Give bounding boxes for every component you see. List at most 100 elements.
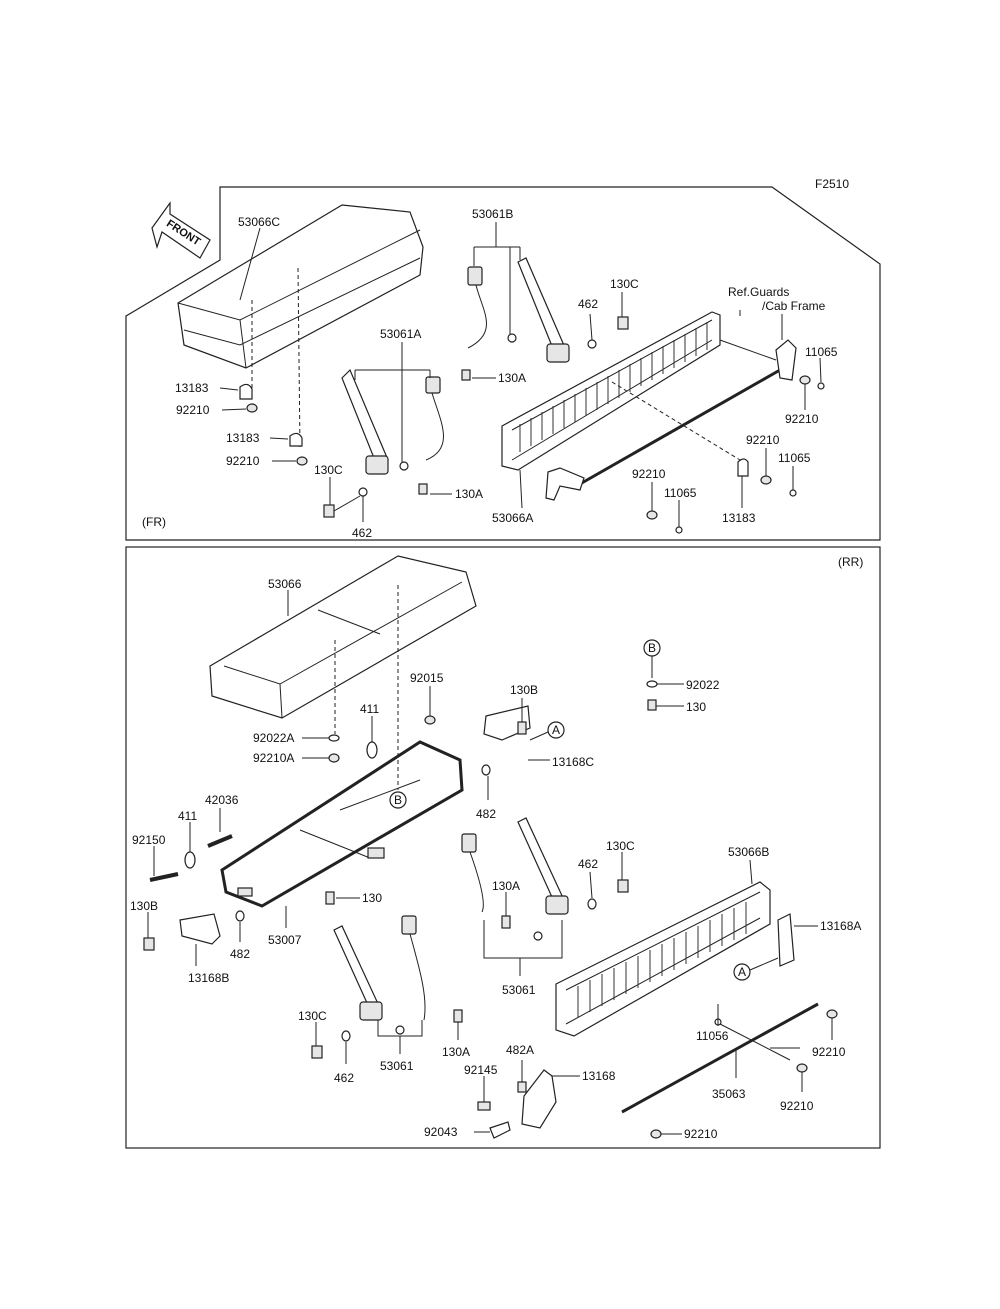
nut-92210-b xyxy=(296,456,308,466)
label-92210-bot: 92210 xyxy=(684,1127,718,1141)
label-130-b: 130 xyxy=(686,700,706,714)
bolt-92150 xyxy=(149,872,179,882)
label-411: 411 xyxy=(360,702,379,716)
pin-42036 xyxy=(207,834,233,848)
label-13168b: 13168B xyxy=(188,971,229,985)
bracket-13168 xyxy=(521,1069,557,1129)
nut-92015 xyxy=(424,715,436,725)
washer-462-bot-rr xyxy=(341,1030,351,1042)
label-92022: 92022 xyxy=(686,678,720,692)
nut-92210a xyxy=(328,753,340,763)
washer-462-bot xyxy=(358,487,368,497)
label-11065-r1: 11065 xyxy=(805,345,838,359)
label-92210-a: 92210 xyxy=(176,403,210,417)
label-11065-r3: 11065 xyxy=(664,486,697,500)
label-462-bot-rr: 462 xyxy=(334,1071,354,1085)
nut-92210-rr2 xyxy=(796,1063,808,1073)
callout-a-bot-label: A xyxy=(738,965,746,979)
nut-92210-r2 xyxy=(760,475,772,485)
bolt-130c-mid xyxy=(617,879,629,893)
backrest-53066a xyxy=(501,311,721,471)
label-130a-top: 130A xyxy=(498,371,526,385)
label-53061-mid: 53061 xyxy=(502,983,536,997)
label-130-mid: 130 xyxy=(362,891,382,905)
bracket-13168a xyxy=(777,913,795,967)
label-482a: 482A xyxy=(506,1043,534,1057)
bolt-130a-bot xyxy=(453,1009,463,1023)
label-13183-b: 13183 xyxy=(226,431,260,445)
bolt-130c-bot-rr xyxy=(311,1045,323,1059)
label-92210-r1: 92210 xyxy=(785,412,819,426)
callout-a-top xyxy=(547,721,565,739)
label-482-top: 482 xyxy=(476,807,496,821)
nut-92210-bot xyxy=(650,1129,662,1139)
label-53066a: 53066A xyxy=(492,511,533,525)
washer-411 xyxy=(366,741,378,759)
washer-411-left xyxy=(184,851,196,869)
rr-panel-tag: (RR) xyxy=(838,555,863,569)
label-130c-top: 130C xyxy=(610,277,639,291)
bolt-92145 xyxy=(477,1101,491,1111)
seat-belt-53061-bot xyxy=(333,915,426,1035)
label-53061a: 53061A xyxy=(380,327,421,341)
callout-a-bot xyxy=(733,963,751,981)
bolt-130-mid xyxy=(325,891,335,905)
seat-belt-53061-mid xyxy=(461,817,569,941)
rod-35063 xyxy=(621,1002,819,1114)
front-arrow-icon: FRONT xyxy=(151,201,211,259)
washer-92022a xyxy=(328,734,340,742)
bolt-130-b xyxy=(647,699,657,711)
label-92210-r3: 92210 xyxy=(632,467,666,481)
label-53066c: 53066C xyxy=(238,215,280,229)
label-411-left: 411 xyxy=(178,809,197,823)
callout-b-detail-label: B xyxy=(648,641,656,655)
label-13168a: 13168A xyxy=(820,919,861,933)
label-462-mid: 462 xyxy=(578,857,598,871)
washer-462-mid xyxy=(587,898,597,910)
washer-482a xyxy=(517,1081,527,1093)
clamp-13183-r xyxy=(737,458,749,477)
seat-belt-53061a xyxy=(341,368,444,495)
washer-462-top xyxy=(587,339,597,349)
callout-a-top-label: A xyxy=(552,723,560,737)
nut-92210-rr1 xyxy=(826,1009,838,1019)
label-92022a: 92022A xyxy=(253,731,294,745)
bolt-130b-top xyxy=(517,721,527,735)
label-42036: 42036 xyxy=(205,793,239,807)
label-130a-mid: 130A xyxy=(492,879,520,893)
washer-482-top xyxy=(481,764,491,776)
label-13168: 13168 xyxy=(582,1069,616,1083)
washer-92022-b xyxy=(646,680,658,688)
bolt-130b-left xyxy=(143,937,155,951)
label-130a-bot-rr: 130A xyxy=(442,1045,470,1059)
label-11065-r2: 11065 xyxy=(778,451,811,465)
label-92043: 92043 xyxy=(424,1125,458,1139)
bolt-130c-bot xyxy=(323,504,335,518)
clamp-13183-b xyxy=(289,432,303,447)
label-53066b: 53066B xyxy=(728,845,769,859)
label-130c-mid: 130C xyxy=(606,839,635,853)
seat-cushion-53066c xyxy=(177,204,424,451)
label-130b-top: 130B xyxy=(510,683,538,697)
ref-note-line1: Ref.Guards xyxy=(728,285,789,299)
label-482-left: 482 xyxy=(230,947,250,961)
bolt-92043 xyxy=(489,1121,511,1139)
label-92015: 92015 xyxy=(410,671,444,685)
callout-b-frame xyxy=(389,791,407,809)
label-11056: 11056 xyxy=(696,1029,729,1043)
label-13183-r: 13183 xyxy=(722,511,756,525)
guard-rod xyxy=(579,368,781,486)
label-92210-b: 92210 xyxy=(226,454,260,468)
callout-b-frame-label: B xyxy=(394,793,402,807)
label-92210-rr2: 92210 xyxy=(780,1099,814,1113)
bolt-130c-top xyxy=(617,316,629,330)
fr-panel-frame xyxy=(125,186,881,541)
cap-11065-r3 xyxy=(675,526,683,534)
seat-frame-53007 xyxy=(220,740,464,908)
cap-11065-r1 xyxy=(817,382,825,390)
label-130c-bot: 130C xyxy=(314,463,343,477)
ref-note-line2: /Cab Frame xyxy=(762,299,826,313)
label-462-bot: 462 xyxy=(352,526,372,540)
label-92210-rr1: 92210 xyxy=(812,1045,846,1059)
label-462-top: 462 xyxy=(578,297,598,311)
